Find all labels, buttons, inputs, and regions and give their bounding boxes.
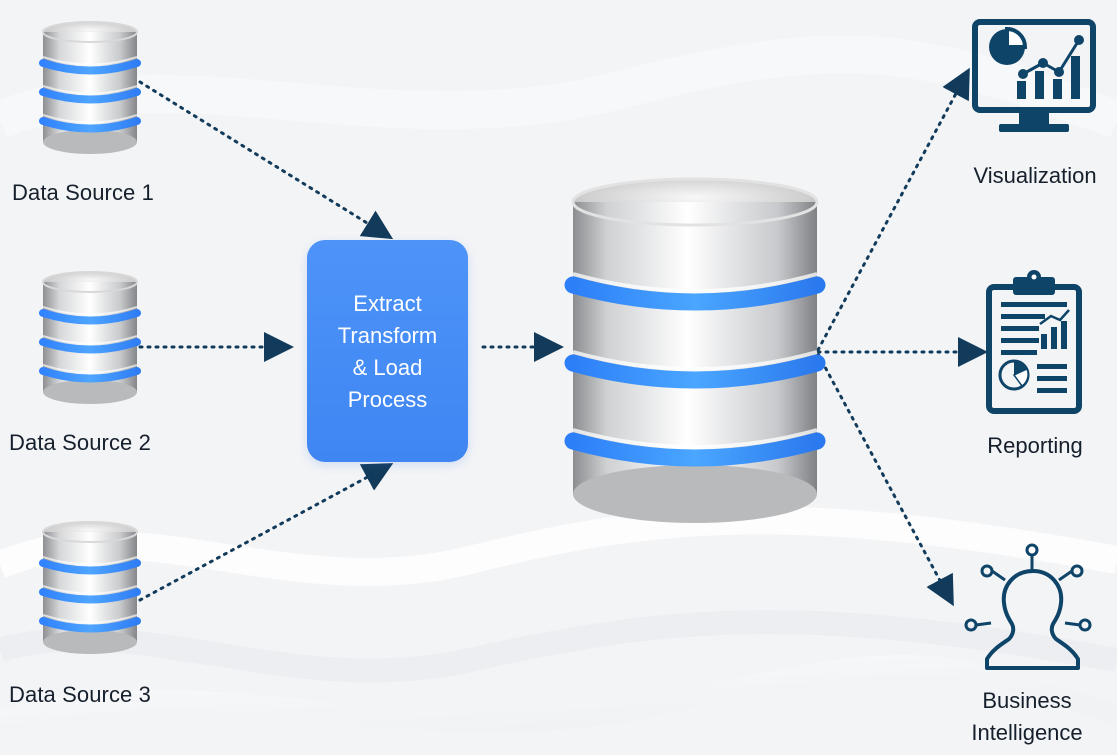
monitor-analytics-icon bbox=[972, 19, 1096, 132]
reporting-output: Reporting bbox=[950, 268, 1117, 458]
clipboard-report-icon bbox=[986, 270, 1082, 414]
etl-line-1: Extract bbox=[353, 291, 422, 316]
visualization-output: Visualization bbox=[950, 18, 1117, 198]
data-source-3: Data Source 3 bbox=[9, 521, 199, 707]
database-icon bbox=[39, 521, 141, 654]
data-source-2: Data Source 2 bbox=[9, 271, 199, 457]
database-icon bbox=[39, 21, 141, 154]
etl-line-2: Transform bbox=[337, 323, 438, 348]
brain-network-icon bbox=[964, 543, 1092, 670]
data-source-3-label: Data Source 3 bbox=[9, 682, 151, 707]
database-icon bbox=[39, 271, 141, 404]
arrow-source-1-to-etl bbox=[138, 80, 394, 240]
business-intelligence-label-line-2: Intelligence bbox=[971, 720, 1083, 745]
data-source-2-label: Data Source 2 bbox=[9, 430, 151, 455]
data-source-1: Data Source 1 bbox=[12, 20, 202, 205]
arrow-warehouse-to-bi bbox=[816, 352, 954, 607]
business-intelligence-output: Business Intelligence bbox=[950, 540, 1117, 755]
data-source-1-label: Data Source 1 bbox=[12, 180, 154, 205]
etl-line-4: Process bbox=[347, 387, 428, 412]
database-icon bbox=[564, 177, 826, 523]
arrow-warehouse-to-visualization bbox=[816, 67, 970, 352]
business-intelligence-label-line-1: Business bbox=[982, 688, 1072, 713]
arrow-source-3-to-etl bbox=[138, 463, 394, 602]
visualization-label: Visualization bbox=[973, 163, 1097, 188]
reporting-label: Reporting bbox=[987, 433, 1083, 458]
etl-process-box: Extract Transform & Load Process bbox=[307, 240, 468, 462]
etl-line-3: & Load bbox=[352, 355, 423, 380]
